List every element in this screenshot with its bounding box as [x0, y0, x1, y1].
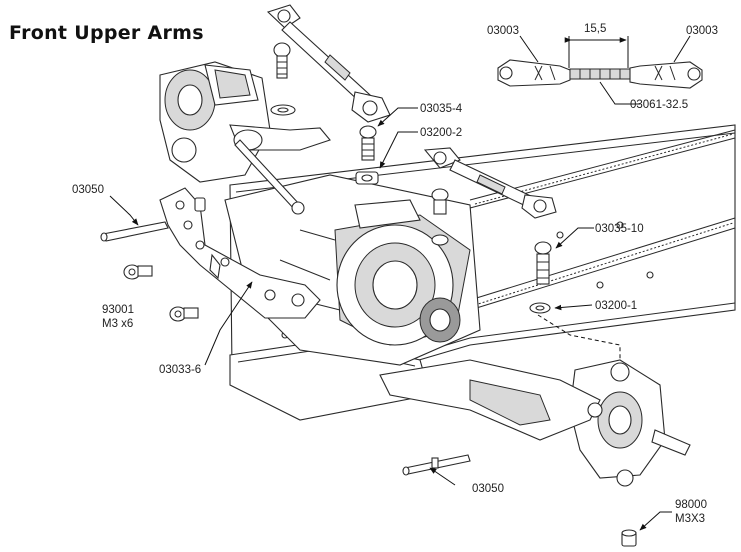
label-03050-bottom: 03050 — [472, 483, 504, 495]
label-93001: 93001 — [102, 304, 134, 316]
upper-arm-plate-03033-6 — [159, 187, 321, 319]
leader-lines — [109, 35, 691, 531]
label-03035-10: 03035-10 — [595, 223, 644, 235]
lower-suspension-arm — [379, 359, 603, 441]
alignment-line-03200-1 — [537, 314, 621, 360]
ball-stud-03035-top — [273, 42, 291, 79]
label-03033-6: 03033-6 — [159, 364, 201, 376]
shim-top — [270, 104, 296, 116]
label-93001-size: M3 x6 — [102, 318, 133, 330]
screw-93001-a — [123, 264, 153, 280]
turnbuckle-upper-left — [266, 4, 391, 123]
pin-03050-bottom — [402, 454, 471, 476]
label-dimension-15-5: 15,5 — [584, 23, 606, 35]
set-screw-98000 — [621, 529, 637, 547]
label-03050-top: 03050 — [72, 184, 104, 196]
ball-stud-03035-4 — [359, 125, 377, 161]
pin-03050-top — [100, 221, 169, 242]
label-03061-32-5: 03061-32.5 — [630, 99, 688, 111]
label-98000-size: M3X3 — [675, 513, 705, 525]
label-98000: 98000 — [675, 499, 707, 511]
steering-knuckle-right — [569, 359, 691, 487]
ball-stud-small — [431, 188, 449, 246]
drive-belt-lower — [469, 217, 736, 311]
label-03200-1: 03200-1 — [595, 300, 637, 312]
ball-stud-03035-10 — [534, 241, 552, 285]
turnbuckle-detail-03061 — [497, 59, 703, 89]
shim-03200-2 — [355, 171, 379, 185]
page-title: Front Upper Arms — [9, 22, 204, 44]
steering-link — [234, 139, 305, 215]
dimension-15-5 — [564, 36, 629, 68]
spacer-small — [194, 197, 206, 212]
label-03003-left: 03003 — [487, 25, 519, 37]
label-03035-4: 03035-4 — [420, 103, 463, 115]
steering-knuckle-left — [159, 61, 331, 183]
screw-93001-b — [169, 306, 199, 322]
shim-03200-1 — [529, 302, 551, 314]
label-03200-2: 03200-2 — [420, 127, 462, 139]
label-03003-right: 03003 — [686, 25, 718, 37]
turnbuckle-lower-right — [423, 147, 557, 219]
